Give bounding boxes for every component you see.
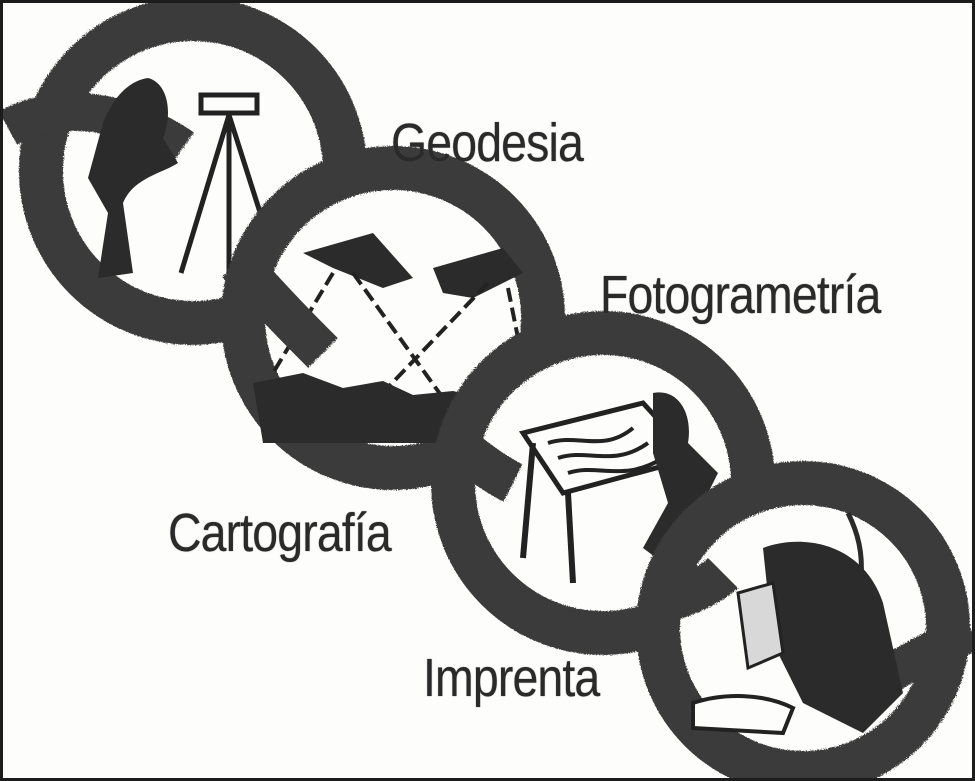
label-imprenta: Imprenta (423, 651, 599, 705)
label-cartografia: Cartografía (168, 506, 391, 560)
label-fotogrametria: Fotogrametría (600, 268, 880, 322)
label-geodesia: Geodesia (391, 116, 583, 170)
